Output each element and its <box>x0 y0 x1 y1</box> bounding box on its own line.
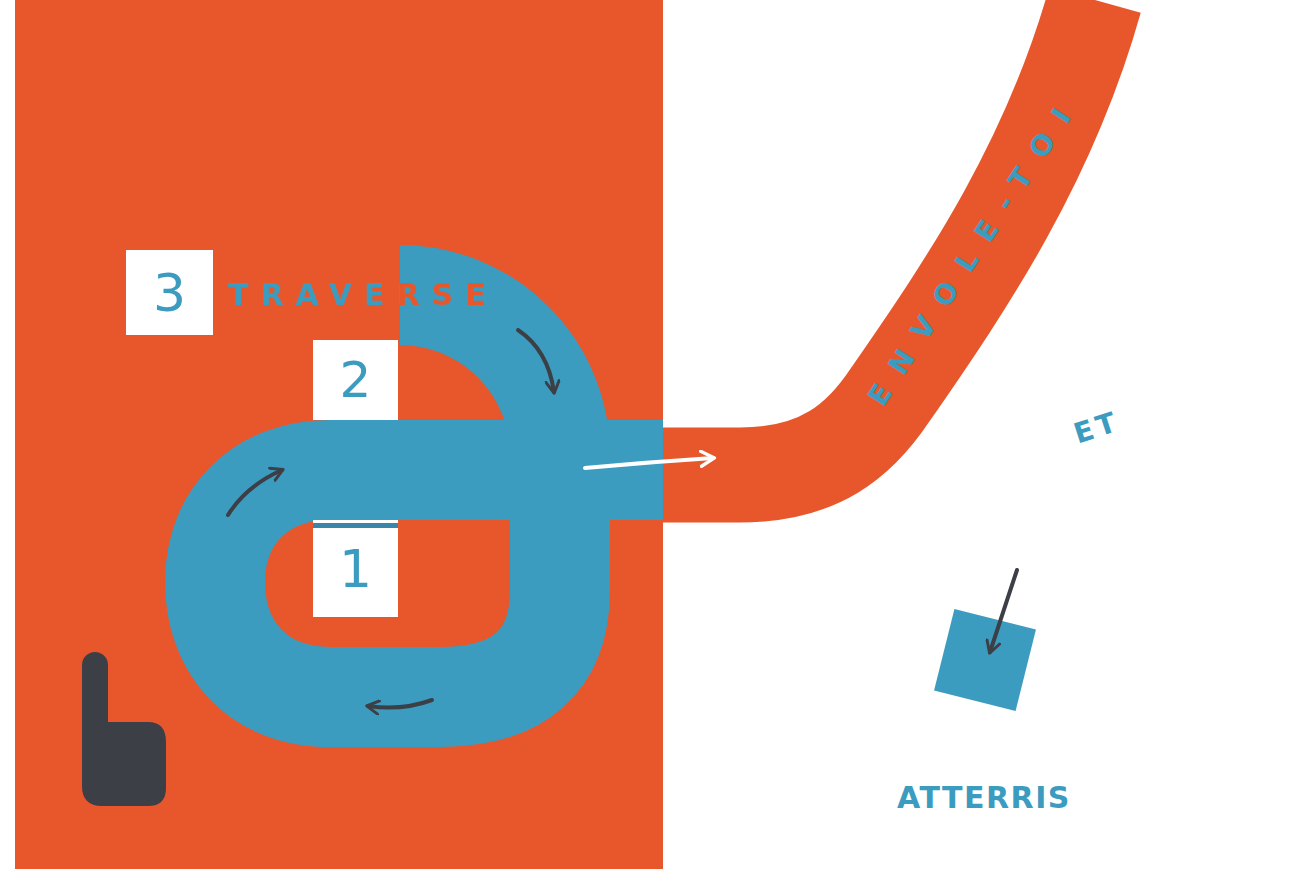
hand-fist <box>82 722 166 806</box>
landing-arrow <box>990 570 1017 652</box>
orange-panel <box>15 0 663 869</box>
landing-square <box>934 609 1036 711</box>
callout-number: 3 <box>153 267 186 319</box>
callout-number: 2 <box>340 355 372 405</box>
pointing-hand <box>82 652 166 806</box>
band-shape <box>600 0 1160 540</box>
number-box: 3 <box>126 250 213 335</box>
band-text: ENVOLE-TOI <box>864 89 1086 411</box>
fraction-rule <box>313 523 398 528</box>
band-path <box>663 0 1095 475</box>
instruction-word: TRAVERSE <box>228 280 502 310</box>
direction-arrow <box>228 470 282 515</box>
instruction-word: ET <box>1071 408 1124 449</box>
number-box: 1 <box>313 520 398 617</box>
instruction-word: ATTERRIS <box>897 783 1071 813</box>
flight-band: ENVOLE-TOI <box>600 0 1160 540</box>
callout-number: 1 <box>339 543 372 595</box>
number-box: 2 <box>313 340 398 420</box>
direction-arrow <box>368 700 432 708</box>
takeoff-arrow <box>585 458 713 468</box>
direction-arrow <box>518 330 554 392</box>
blue-loop-path <box>215 295 663 697</box>
